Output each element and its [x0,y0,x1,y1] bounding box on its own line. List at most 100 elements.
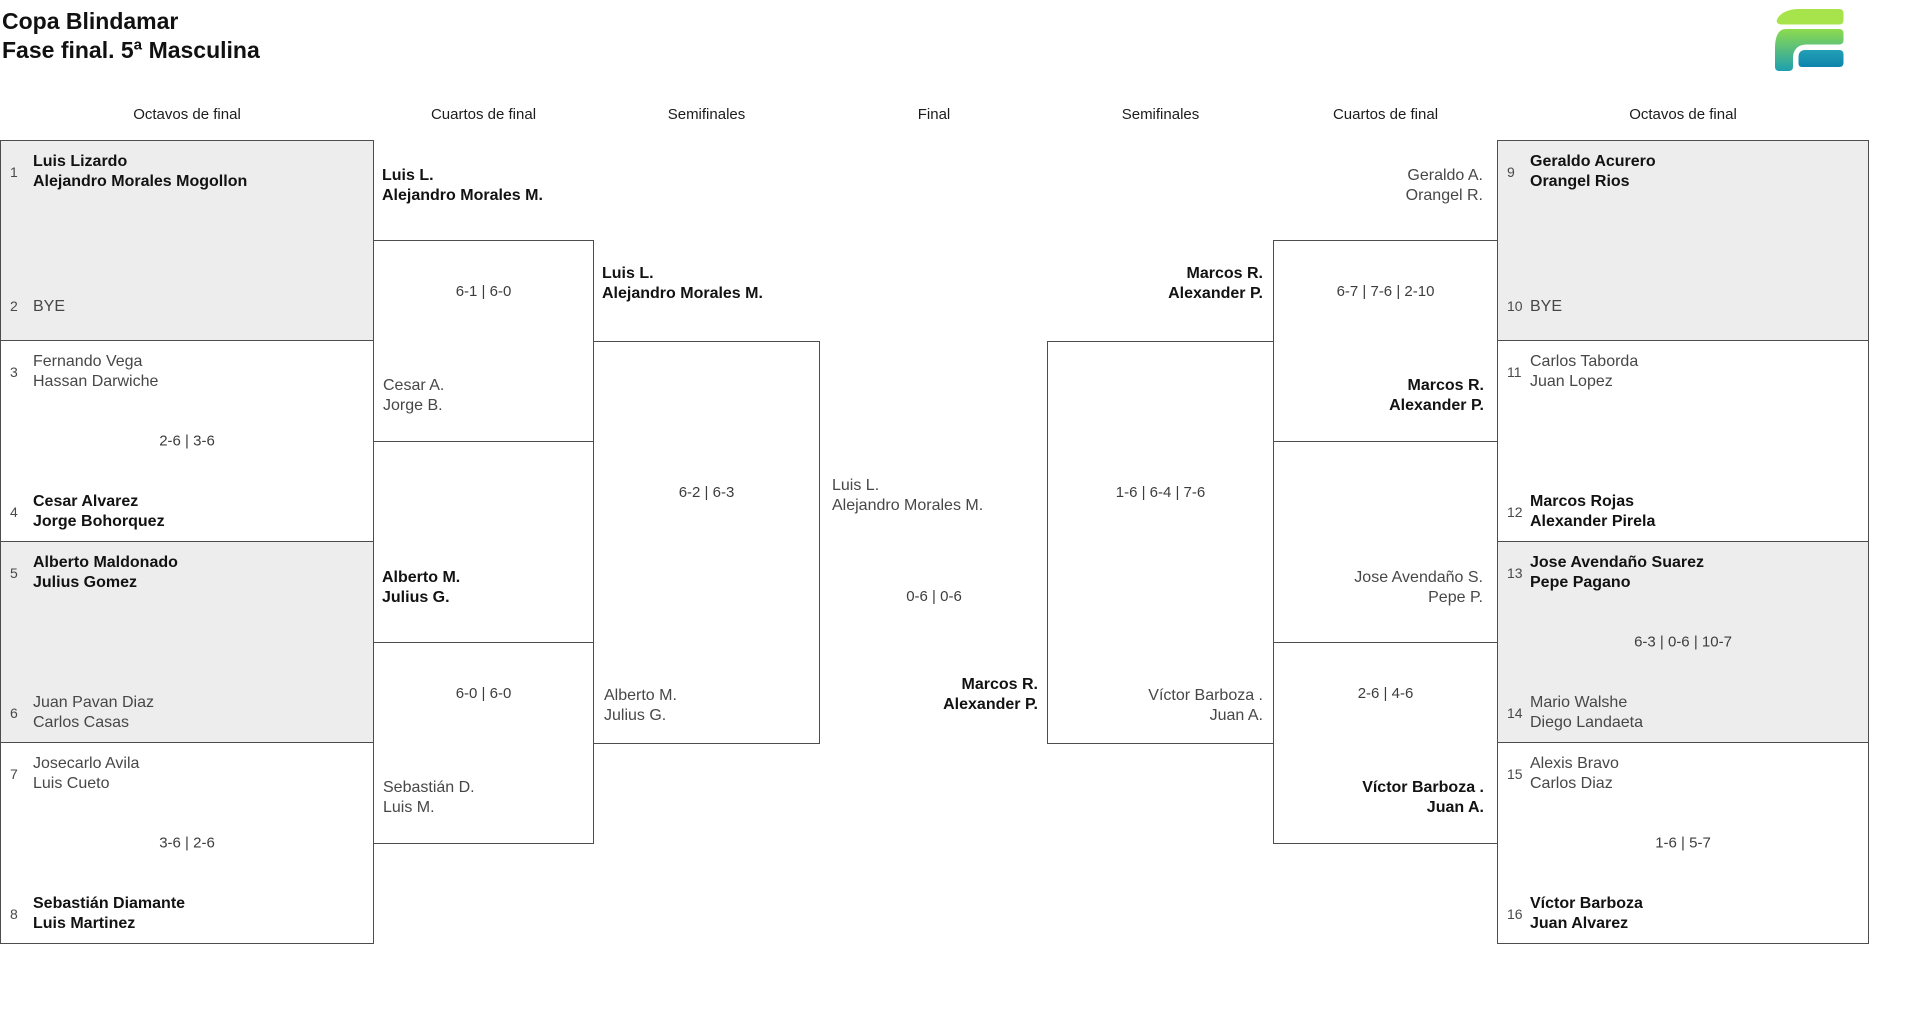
finalist-left: Luis L.Alejandro Morales M. [832,477,984,514]
final-column: Luis L.Alejandro Morales M. 0-6 | 0-6 Ma… [820,341,1048,744]
seed-number: 14 [1507,704,1523,721]
advancing-team-label: Alberto M.Julius G. [382,569,461,606]
match-score: 1-6 | 5-7 [1655,834,1711,852]
match-score: 3-6 | 2-6 [159,834,215,852]
match-score: 2-6 | 3-6 [159,432,215,450]
match-score: 1-6 | 6-4 | 7-6 [1115,484,1206,501]
seed-number: 11 [1507,363,1522,380]
qf-match-box: 6-7 | 7-6 | 2-10 Marcos R.Alexander P. [1273,240,1498,442]
match-score: 6-1 | 6-0 [455,283,512,300]
seed-number: 12 [1507,503,1523,520]
seed-number: 5 [10,564,18,581]
team-names: BYE [1530,297,1563,315]
seed-number: 10 [1507,298,1523,315]
match-score: 6-7 | 7-6 | 2-10 [1336,283,1435,300]
seed-number: 2 [10,298,18,315]
advancing-team-label: Luis L.Alejandro Morales M. [382,167,543,204]
match-score: 2-6 | 4-6 [1357,685,1414,702]
seed-number: 15 [1507,765,1523,782]
team-row: 2 BYE [1,297,65,317]
seed-number: 7 [10,765,18,782]
match-score: 6-0 | 6-0 [455,685,512,702]
round-header-qf-right: Cuartos de final [1332,106,1439,123]
team-names: Alberto M.Julius G. [604,687,677,724]
qf-match-box: 2-6 | 4-6 Víctor Barboza .Juan A. [1273,642,1498,844]
advancing-team-label: Marcos R.Alexander P. [1168,265,1263,302]
seed-number: 16 [1507,905,1523,922]
seed-number: 8 [10,905,18,922]
round-header-r16-right: Octavos de final [1629,106,1737,123]
qf-match-box: 6-1 | 6-0 Cesar A.Jorge B. [373,240,594,442]
page-title: Copa Blindamar Fase final. 5ª Masculina [2,7,260,65]
final-score: 0-6 | 0-6 [906,588,962,605]
team-names: Cesar A.Jorge B. [383,377,445,414]
tournament-title: Copa Blindamar [2,8,179,34]
seed-number: 13 [1507,564,1523,581]
team-names: BYE [33,297,66,315]
round-header-sf-left: Semifinales [667,106,746,123]
brand-logo-icon [1775,9,1844,71]
advancing-team-label: Geraldo A.Orangel R. [1405,167,1483,204]
seed-number: 1 [10,163,18,180]
finalist-right: Marcos R.Alexander P. [943,676,1038,713]
match-score: 6-3 | 0-6 | 10-7 [1634,633,1732,651]
seed-number: 6 [10,704,18,721]
team-names: Víctor Barboza .Juan A. [1362,779,1484,816]
qf-match-box: 6-0 | 6-0 Sebastián D.Luis M. [373,642,594,844]
round-header-sf-right: Semifinales [1121,106,1200,123]
team-row: 10 BYE [1498,297,1562,317]
seed-number: 4 [10,503,18,520]
round-header-final: Final [917,106,951,123]
advancing-team-label: Jose Avendaño S.Pepe P. [1354,569,1483,606]
seed-number: 9 [1507,163,1515,180]
team-names: Sebastián D.Luis M. [383,779,475,816]
match-score: 6-2 | 6-3 [678,484,735,501]
seed-number: 3 [10,363,18,380]
round-header-qf-left: Cuartos de final [430,106,537,123]
sf-match-box: 6-2 | 6-3 Alberto M.Julius G. [593,341,820,744]
team-names: Víctor Barboza .Juan A. [1148,687,1263,724]
sf-match-box: 1-6 | 6-4 | 7-6 Víctor Barboza .Juan A. [1047,341,1274,744]
category-subtitle: Fase final. 5ª Masculina [2,37,260,63]
round-header-r16-left: Octavos de final [133,106,241,123]
advancing-team-label: Luis L.Alejandro Morales M. [602,265,763,302]
